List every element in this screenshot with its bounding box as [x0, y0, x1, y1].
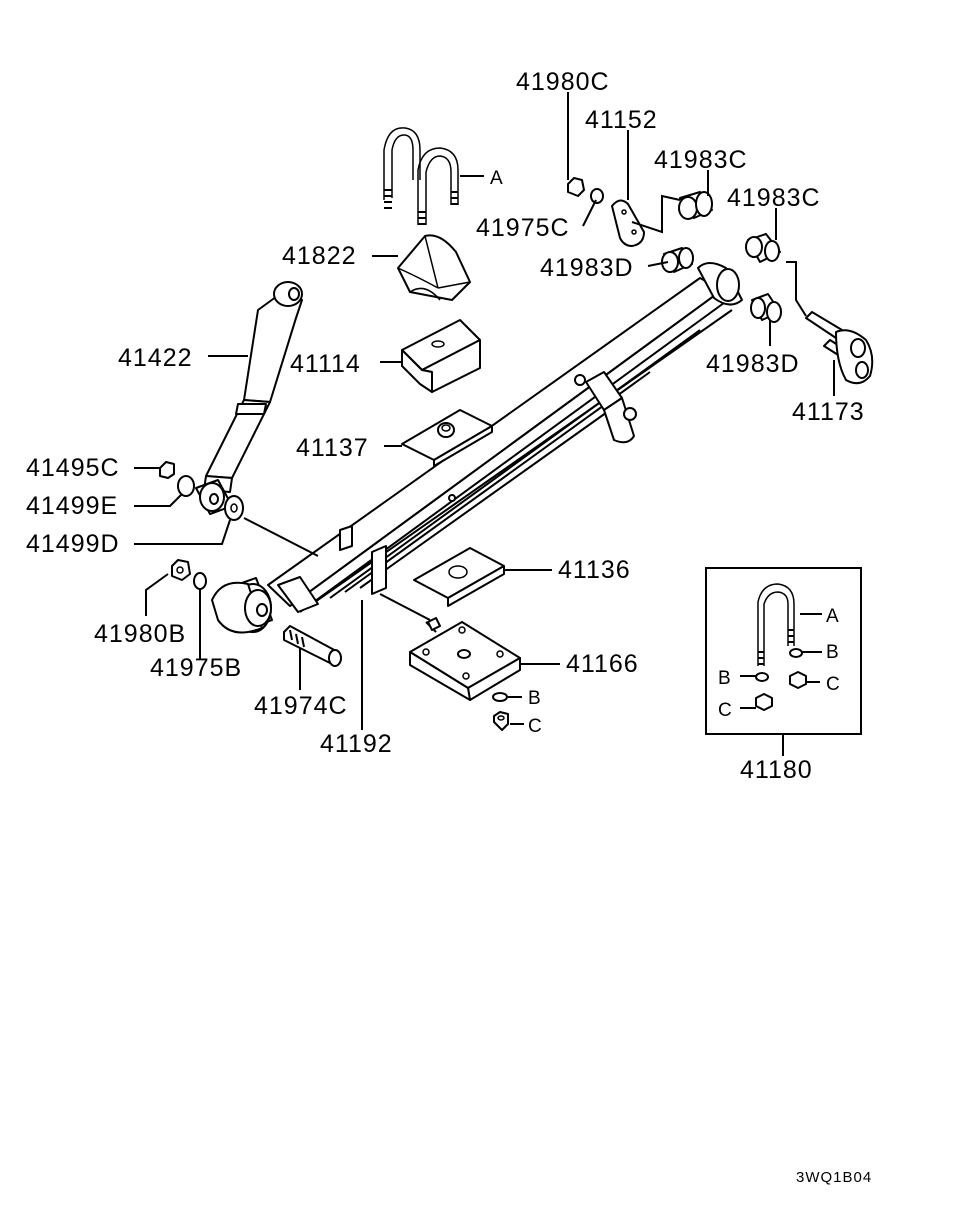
leaf-spring [211, 262, 743, 634]
label-41499D: 41499D [26, 530, 120, 558]
label-41173: 41173 [792, 398, 865, 426]
front-eye-bolt [283, 625, 342, 667]
label-41974C: 41974C [254, 692, 348, 720]
label-41980B: 41980B [94, 620, 186, 648]
shock-absorber [195, 281, 303, 515]
callout-b-kit-right: B [826, 642, 839, 663]
spacer-block [397, 234, 471, 301]
label-41114: 41114 [290, 350, 361, 378]
callout-c-main: C [528, 716, 542, 737]
label-41983D-right: 41983D [706, 350, 800, 378]
label-41136: 41136 [558, 556, 631, 584]
part-labels: 41980C 41152 41983C 41983C 41975C 41983D… [26, 68, 865, 784]
spring-seat-lower [413, 547, 505, 607]
label-41495C: 41495C [26, 454, 120, 482]
callout-b-main: B [528, 688, 541, 709]
label-41137: 41137 [296, 434, 369, 462]
label-41975C: 41975C [476, 214, 570, 242]
plate-washer-nut [492, 692, 509, 731]
label-41822: 41822 [282, 242, 357, 270]
shock-hardware [159, 461, 244, 521]
callout-a-main: A [490, 168, 503, 189]
spring-seat-upper [401, 409, 493, 467]
callout-b-kit-left: B [718, 668, 731, 689]
label-41499E: 41499E [26, 492, 118, 520]
label-41983C-right: 41983C [727, 184, 821, 212]
shackle-parts [567, 177, 874, 385]
spring-pad [401, 319, 481, 393]
label-41422: 41422 [118, 344, 193, 372]
label-41192: 41192 [320, 730, 393, 758]
label-41983C-upper: 41983C [654, 146, 748, 174]
label-41983D-left: 41983D [540, 254, 634, 282]
label-41180: 41180 [740, 756, 813, 784]
label-41980C: 41980C [516, 68, 610, 96]
leader-lines [134, 92, 835, 730]
label-41975B: 41975B [150, 654, 242, 682]
kit-box [705, 567, 862, 756]
label-41166: 41166 [566, 650, 639, 678]
diagram-code: 3WQ1B04 [796, 1169, 872, 1186]
callout-c-kit-left: C [718, 700, 732, 721]
callout-a-kit: A [826, 606, 839, 627]
u-bolt-pair [383, 127, 459, 225]
letter-callouts: A B C A B B C C [490, 168, 840, 737]
callout-c-kit-right: C [826, 674, 840, 695]
u-bolt-plate [409, 617, 521, 701]
front-eye-nut-washer [171, 559, 207, 590]
label-41152: 41152 [585, 106, 658, 134]
